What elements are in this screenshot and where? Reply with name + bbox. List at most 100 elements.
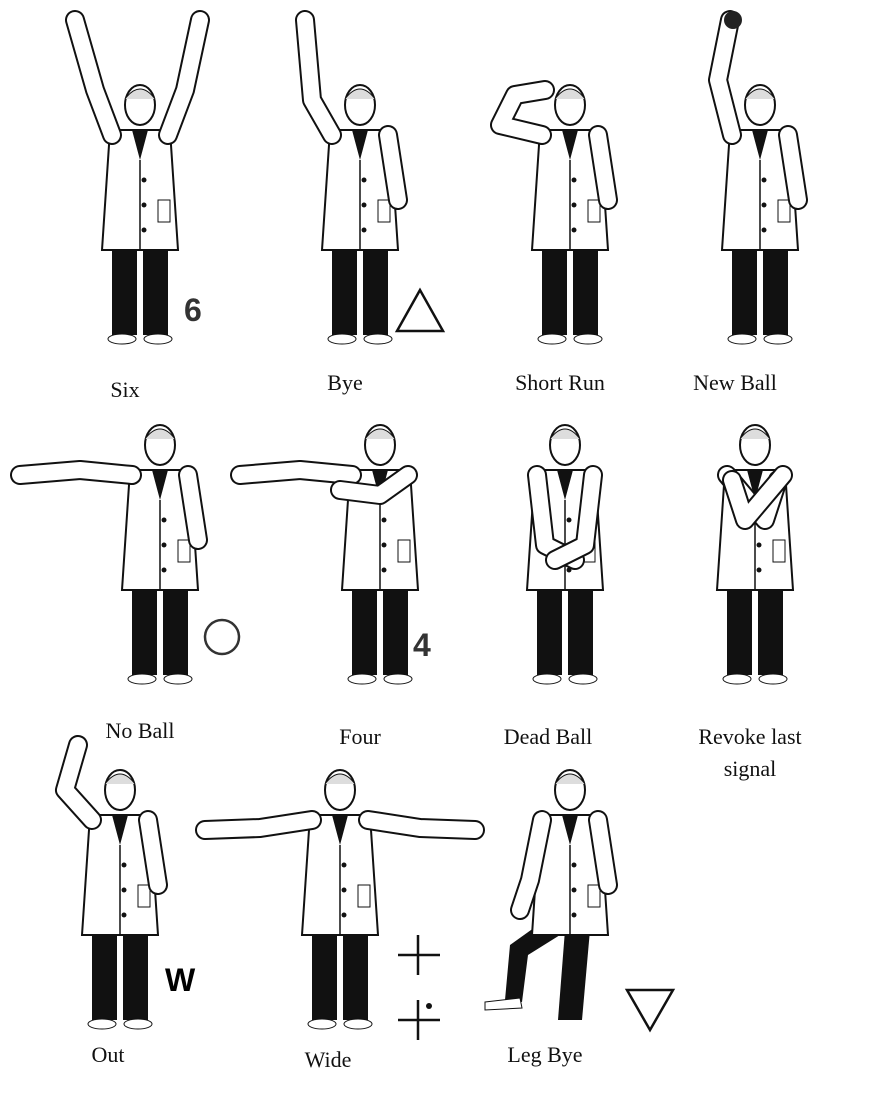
tie: [562, 130, 578, 160]
button: [121, 912, 127, 918]
shoe-left: [327, 333, 357, 345]
button: [161, 567, 167, 573]
sleeve: [140, 812, 166, 893]
symbol-wide-cross: [398, 935, 440, 975]
trouser-left: [537, 585, 562, 675]
trouser-right: [123, 930, 148, 1020]
symbol-wide-dot: [426, 1003, 432, 1009]
umpire-figure-short-run: [490, 80, 618, 345]
shoe-left: [722, 673, 752, 685]
label-revoke-line-2: signal: [723, 756, 777, 781]
sleeve: [590, 812, 616, 893]
trouser-left: [727, 585, 752, 675]
button: [141, 202, 147, 208]
sleeve: [380, 127, 406, 208]
umpire-figure-dead-ball: [525, 424, 605, 685]
label-dead-ball: Dead Ball: [503, 724, 593, 749]
pocket: [377, 199, 391, 223]
trouser-right: [143, 245, 168, 335]
umpire-figure-leg-bye: [484, 769, 618, 1020]
button: [571, 177, 577, 183]
button: [381, 517, 387, 523]
button: [161, 517, 167, 523]
button: [141, 177, 147, 183]
button: [361, 202, 367, 208]
shoe-right: [123, 1018, 153, 1030]
button: [361, 177, 367, 183]
shoe-right: [568, 673, 598, 685]
pocket: [357, 884, 371, 908]
shoe-right: [163, 673, 193, 685]
umpire-figure-bye: [295, 10, 408, 345]
sleeve: [12, 462, 140, 483]
label-six: Six: [110, 377, 140, 402]
trouser-left: [312, 930, 337, 1020]
trouser-left: [542, 245, 567, 335]
pocket: [137, 884, 151, 908]
button: [756, 567, 762, 573]
hair: [344, 88, 376, 100]
tie: [152, 470, 168, 500]
symbol-six: 6: [184, 292, 202, 328]
shoe-right: [143, 333, 173, 345]
sleeve: [297, 12, 340, 143]
label-wide: Wide: [304, 1047, 352, 1072]
button: [121, 862, 127, 868]
sleeve: [67, 12, 120, 143]
shoe-left: [532, 673, 562, 685]
button: [161, 542, 167, 548]
shoe-right: [763, 333, 793, 345]
shoe-right: [363, 333, 393, 345]
tie: [352, 130, 368, 160]
button: [756, 542, 762, 548]
sleeve: [197, 812, 320, 838]
label-short-run: Short Run: [515, 370, 605, 395]
symbol-no-ball-circle: [203, 618, 241, 656]
pocket: [587, 199, 601, 223]
trouser-right: [568, 585, 593, 675]
sleeve: [180, 467, 206, 548]
umpire-figure-wide: [195, 769, 485, 1030]
button: [571, 887, 577, 893]
ball: [724, 11, 742, 29]
button: [761, 227, 767, 233]
label-bye: Bye: [327, 370, 363, 395]
shoe: [484, 997, 523, 1011]
trouser-leg: [558, 930, 590, 1020]
button: [571, 227, 577, 233]
trouser-left: [132, 585, 157, 675]
umpire-figure-new-ball: [708, 10, 808, 345]
umpire-figure-revoke: [715, 424, 795, 685]
trouser-left: [92, 930, 117, 1020]
symbol-leg-bye-inverted-triangle: [624, 988, 676, 1033]
tie: [112, 815, 128, 845]
sleeve: [547, 467, 601, 568]
pocket: [397, 539, 411, 563]
button: [761, 177, 767, 183]
shoe-right: [343, 1018, 373, 1030]
hair: [324, 773, 356, 785]
shoe-right: [573, 333, 603, 345]
shoe-left: [727, 333, 757, 345]
sleeve: [512, 812, 550, 918]
trouser-left: [732, 245, 757, 335]
sleeve: [780, 127, 806, 208]
sleeve: [332, 467, 416, 503]
hair: [739, 428, 771, 440]
shoe-left: [347, 673, 377, 685]
trouser-right: [763, 245, 788, 335]
button: [381, 542, 387, 548]
shoe-right: [383, 673, 413, 685]
sleeve: [360, 812, 483, 838]
button: [571, 912, 577, 918]
trouser-left: [112, 245, 137, 335]
hair: [744, 88, 776, 100]
label-revoke-line-1: Revoke last: [698, 724, 802, 749]
button: [361, 227, 367, 233]
umpire-figure-four: [230, 424, 420, 685]
pocket: [772, 539, 786, 563]
button: [571, 202, 577, 208]
button: [341, 862, 347, 868]
hair: [104, 773, 136, 785]
